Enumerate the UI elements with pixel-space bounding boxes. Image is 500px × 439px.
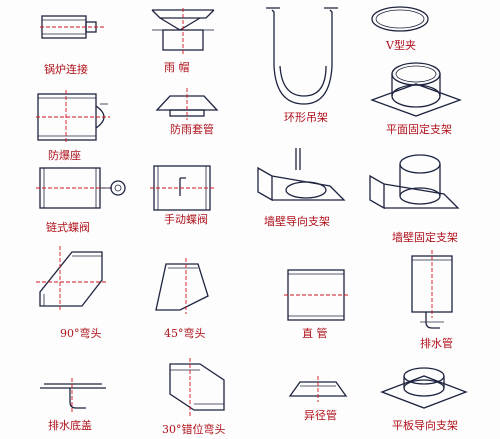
label-manual-valve: 手动蝶阀 xyxy=(164,213,208,226)
plate-guide-bracket-drawing xyxy=(380,367,468,409)
elbow-45-drawing xyxy=(155,258,209,314)
label-chain-valve: 链式蝶阀 xyxy=(46,221,90,234)
wall-guide-bracket-drawing xyxy=(257,148,346,202)
wall-fixed-bracket-drawing xyxy=(369,154,460,210)
chain-butterfly-valve-drawing xyxy=(36,167,126,209)
explosion-seat-drawing xyxy=(36,90,110,144)
label-boiler-connection: 锅炉连接 xyxy=(44,63,88,76)
manual-butterfly-valve-drawing xyxy=(150,165,216,211)
reducer-pipe-drawing xyxy=(288,376,348,402)
label-wall-fixed: 墙壁固定支架 xyxy=(392,231,458,244)
label-explosion-seat: 防爆座 xyxy=(48,149,81,162)
label-v-clamp: V型夹 xyxy=(386,39,416,52)
drain-bottom-cover-drawing xyxy=(40,378,106,414)
label-reducer: 异径管 xyxy=(304,409,337,422)
boiler-connection-drawing xyxy=(40,15,104,39)
label-rain-sleeve: 防雨套管 xyxy=(170,123,214,136)
label-wall-guide: 墙壁导向支架 xyxy=(264,215,330,228)
label-offset-30: 30°错位弯头 xyxy=(162,423,226,436)
label-rain-cap: 雨 帽 xyxy=(164,61,190,74)
label-drain-cover: 排水底盖 xyxy=(48,419,92,432)
straight-pipe-drawing xyxy=(284,269,348,321)
rain-cap-drawing xyxy=(151,8,215,56)
rain-sleeve-drawing xyxy=(155,88,219,120)
label-plate-guide: 平板导向支架 xyxy=(392,419,458,432)
elbow-90-drawing xyxy=(36,246,108,310)
drain-pipe-drawing xyxy=(411,250,453,329)
label-drain: 排水管 xyxy=(420,337,453,350)
label-plane-bracket: 平面固定支架 xyxy=(386,123,452,136)
label-straight: 直 管 xyxy=(302,327,328,340)
ring-hanger-drawing xyxy=(266,7,338,105)
label-elbow-90: 90°弯头 xyxy=(60,327,102,340)
v-clamp-drawing xyxy=(371,6,429,32)
plane-bracket-drawing xyxy=(370,62,462,117)
offset-elbow-30-drawing xyxy=(169,358,225,416)
label-elbow-45: 45°弯头 xyxy=(164,327,206,340)
label-ring-hanger: 环形吊架 xyxy=(284,111,328,124)
